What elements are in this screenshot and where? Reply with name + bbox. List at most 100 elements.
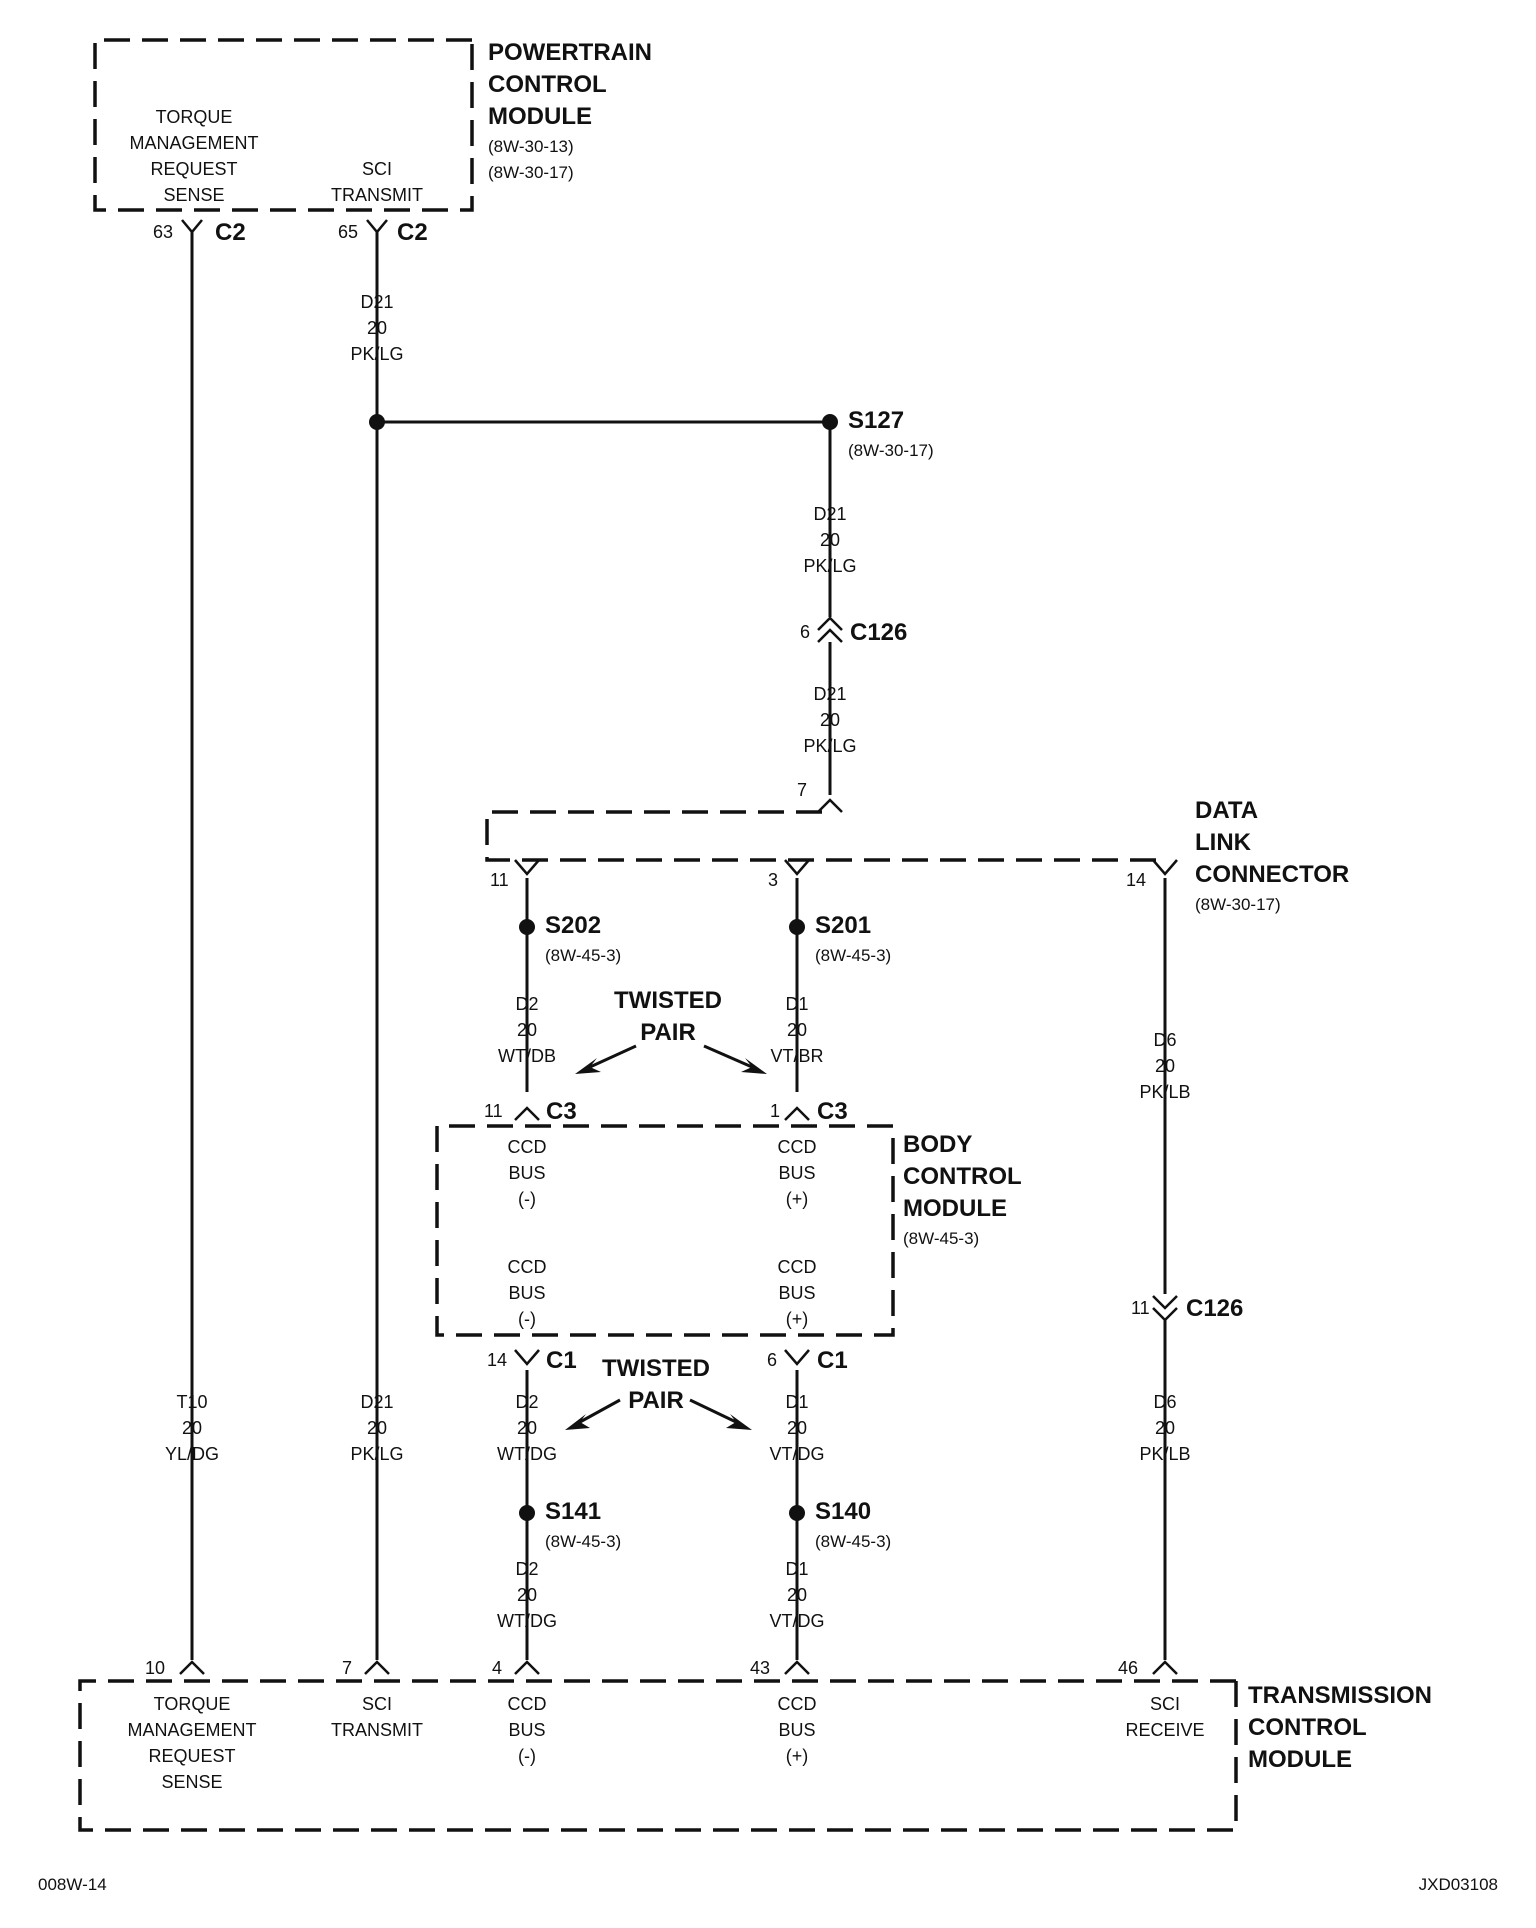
twisted-pair-note: TWISTED <box>602 1355 710 1382</box>
footer-figure-code: 008W-14 <box>38 1875 107 1894</box>
splice-ref: (8W-45-3) <box>545 946 621 965</box>
dlc-title-line1: DATA <box>1195 797 1258 824</box>
tcm-pin-label: SCI <box>1150 1694 1180 1714</box>
wire-label: D6 <box>1153 1392 1176 1412</box>
splice-ref: (8W-45-3) <box>815 1532 891 1551</box>
bcm-pin-label: (-) <box>518 1309 536 1329</box>
connector-name: C126 <box>850 619 907 646</box>
twisted-pair-arrows-top <box>575 1044 767 1074</box>
tcm-pin-label: TORQUE <box>154 1694 231 1714</box>
wire-label: D1 <box>785 1392 808 1412</box>
splice-s202-dot <box>519 919 535 935</box>
wire-label: 20 <box>787 1585 807 1605</box>
bcm-pin-label: BUS <box>508 1283 545 1303</box>
bcm-title-line1: BODY <box>903 1131 972 1158</box>
connector-symbol-dlc-14 <box>1152 859 1178 876</box>
connector-name: C3 <box>546 1098 577 1125</box>
splice-name: S140 <box>815 1498 871 1525</box>
bcm-pin-label: (+) <box>786 1309 809 1329</box>
connector-symbol-dlc-3 <box>784 859 810 876</box>
connector-symbol-c126-bottom <box>1152 1295 1178 1322</box>
wire-label: WT/DG <box>497 1444 557 1464</box>
bcm-ref: (8W-45-3) <box>903 1229 979 1248</box>
wire-label: VT/DG <box>769 1444 824 1464</box>
connector-symbol-tcm-torque <box>179 1660 205 1675</box>
splice-ref: (8W-30-17) <box>848 441 934 460</box>
tcm-title-line3: MODULE <box>1248 1746 1352 1773</box>
connector-symbol-tcm-sci-tx <box>364 1660 390 1675</box>
connector-symbol-dlc-11 <box>514 859 540 876</box>
wire-label: PK/LG <box>350 1444 403 1464</box>
wire-label: PK/LG <box>803 556 856 576</box>
wire-label: D2 <box>515 1392 538 1412</box>
wire-label: D2 <box>515 994 538 1014</box>
wire-label: PK/LG <box>350 344 403 364</box>
pin-number: 1 <box>770 1101 780 1121</box>
splice-ref: (8W-45-3) <box>815 946 891 965</box>
wire-label: D21 <box>360 1392 393 1412</box>
wire-label: 20 <box>517 1418 537 1438</box>
tcm-title-line1: TRANSMISSION <box>1248 1682 1432 1709</box>
pin-number: 7 <box>342 1658 352 1678</box>
connector-name: C3 <box>817 1098 848 1125</box>
pin-number: 46 <box>1118 1658 1138 1678</box>
tcm-title-line2: CONTROL <box>1248 1714 1367 1741</box>
pin-number: 11 <box>484 1101 503 1121</box>
tcm-pin-label: MANAGEMENT <box>127 1720 256 1740</box>
tcm-pin-label: (-) <box>518 1746 536 1766</box>
pin-number: 63 <box>153 222 173 242</box>
splice-name: S202 <box>545 912 601 939</box>
connector-symbol-bcm-c3-minus <box>514 1106 540 1121</box>
splice-s201-dot <box>789 919 805 935</box>
connector-symbol-bcm-c3-plus <box>784 1106 810 1121</box>
tcm-outline <box>78 1679 1238 1832</box>
bcm-pin-label: (+) <box>786 1189 809 1209</box>
connector-symbol-bcm-c1-minus <box>514 1349 540 1366</box>
tcm-pin-label: BUS <box>778 1720 815 1740</box>
dlc-ref: (8W-30-17) <box>1195 895 1281 914</box>
splice-name: S201 <box>815 912 871 939</box>
wire-label: D21 <box>813 504 846 524</box>
pin-number: 11 <box>490 870 509 890</box>
wire-label: 20 <box>517 1585 537 1605</box>
wire-label: PK/LB <box>1139 1444 1190 1464</box>
pcm-title-line3: MODULE <box>488 103 592 130</box>
pcm-pin-label: MANAGEMENT <box>129 133 258 153</box>
pin-number: 7 <box>797 780 807 800</box>
tcm-pin-label: TRANSMIT <box>331 1720 423 1740</box>
bcm-pin-label: CCD <box>508 1137 547 1157</box>
twisted-pair-arrows-bottom <box>565 1398 752 1430</box>
connector-symbol-pcm-torque <box>181 219 203 234</box>
tcm-pin-label: SENSE <box>161 1772 222 1792</box>
pcm-pin-label: TRANSMIT <box>331 185 423 205</box>
wire-label: 20 <box>787 1020 807 1040</box>
connector-symbol-c126-top <box>817 616 843 643</box>
splice-name: S141 <box>545 1498 601 1525</box>
connector-symbol-tcm-ccd-plus <box>784 1660 810 1675</box>
connector-name: C1 <box>546 1347 577 1374</box>
tcm-pin-label: CCD <box>508 1694 547 1714</box>
splice-name: S127 <box>848 407 904 434</box>
pcm-ref: (8W-30-17) <box>488 163 574 182</box>
tcm-pin-label: RECEIVE <box>1125 1720 1204 1740</box>
wire-label: D21 <box>360 292 393 312</box>
wire-label: D1 <box>785 994 808 1014</box>
dlc-title-line2: LINK <box>1195 829 1252 856</box>
pcm-pin-label: TORQUE <box>156 107 233 127</box>
tcm-pin-label: SCI <box>362 1694 392 1714</box>
connector-symbol-dlc-7 <box>817 798 843 813</box>
wire-label: WT/DG <box>497 1611 557 1631</box>
connector-name: C2 <box>215 219 246 246</box>
wire-label: D1 <box>785 1559 808 1579</box>
dlc-title-line3: CONNECTOR <box>1195 861 1349 888</box>
pcm-title-line2: CONTROL <box>488 71 607 98</box>
bcm-pin-label: BUS <box>778 1283 815 1303</box>
dlc-outline <box>485 810 1165 862</box>
tcm-pin-label: REQUEST <box>148 1746 235 1766</box>
wire-label: PK/LB <box>1139 1082 1190 1102</box>
pin-number: 14 <box>487 1350 507 1370</box>
tcm-pin-label: CCD <box>778 1694 817 1714</box>
wire-label: WT/DB <box>498 1046 556 1066</box>
wire-label: 20 <box>1155 1418 1175 1438</box>
